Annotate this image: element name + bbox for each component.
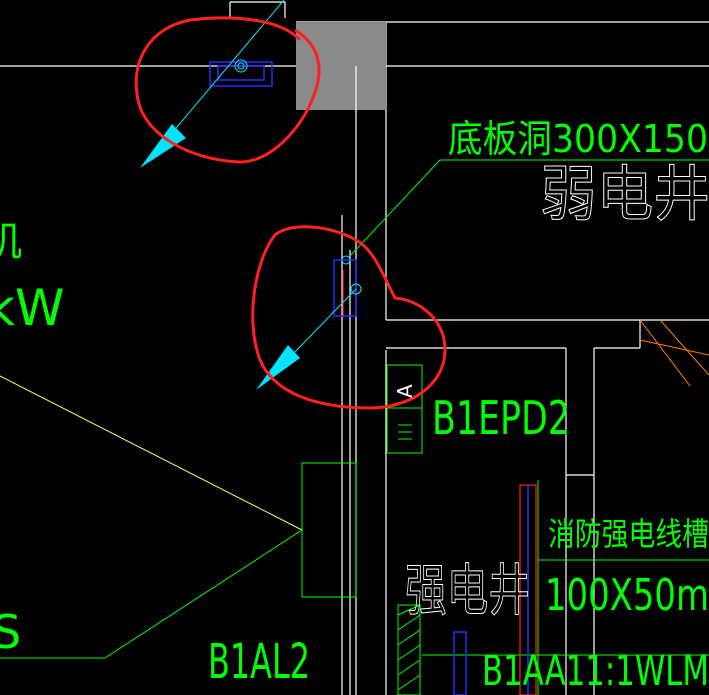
hole-note-label: 底板洞300X150 bbox=[448, 117, 708, 161]
yellow-diagonal-line bbox=[0, 375, 303, 531]
cable-b1aa11-label: B1AA11:1WLM bbox=[482, 646, 709, 695]
weak-shaft-label: 弱电井 bbox=[540, 160, 709, 230]
equipment-symbol-mid bbox=[333, 259, 357, 317]
markup-circle-top bbox=[134, 16, 321, 164]
left-fragment-top: 机 bbox=[0, 219, 22, 265]
orange-linework bbox=[639, 319, 709, 387]
green-linework bbox=[0, 159, 709, 695]
structural-column bbox=[296, 22, 386, 110]
panel-b1epd2-label: B1EPD2 bbox=[432, 391, 570, 445]
fire-trunking-label: 消防强电线槽 bbox=[548, 515, 709, 553]
panel-side-a-label: A bbox=[393, 384, 417, 398]
equipment-symbol-top bbox=[209, 61, 273, 87]
trunking-size-label: 100X50m bbox=[545, 570, 709, 621]
strong-shaft-label: 强电井 bbox=[405, 559, 530, 624]
left-fragment-s: S bbox=[0, 605, 21, 659]
hatched-riser bbox=[397, 604, 421, 695]
cable-trunking bbox=[453, 484, 537, 695]
arrowhead-mid-icon bbox=[256, 345, 300, 390]
markup-circle-mid bbox=[251, 225, 447, 410]
left-fragment-kw: kW bbox=[0, 279, 64, 337]
panel-b1al2-label: B1AL2 bbox=[208, 634, 310, 690]
arrowhead-top-icon bbox=[140, 124, 186, 168]
